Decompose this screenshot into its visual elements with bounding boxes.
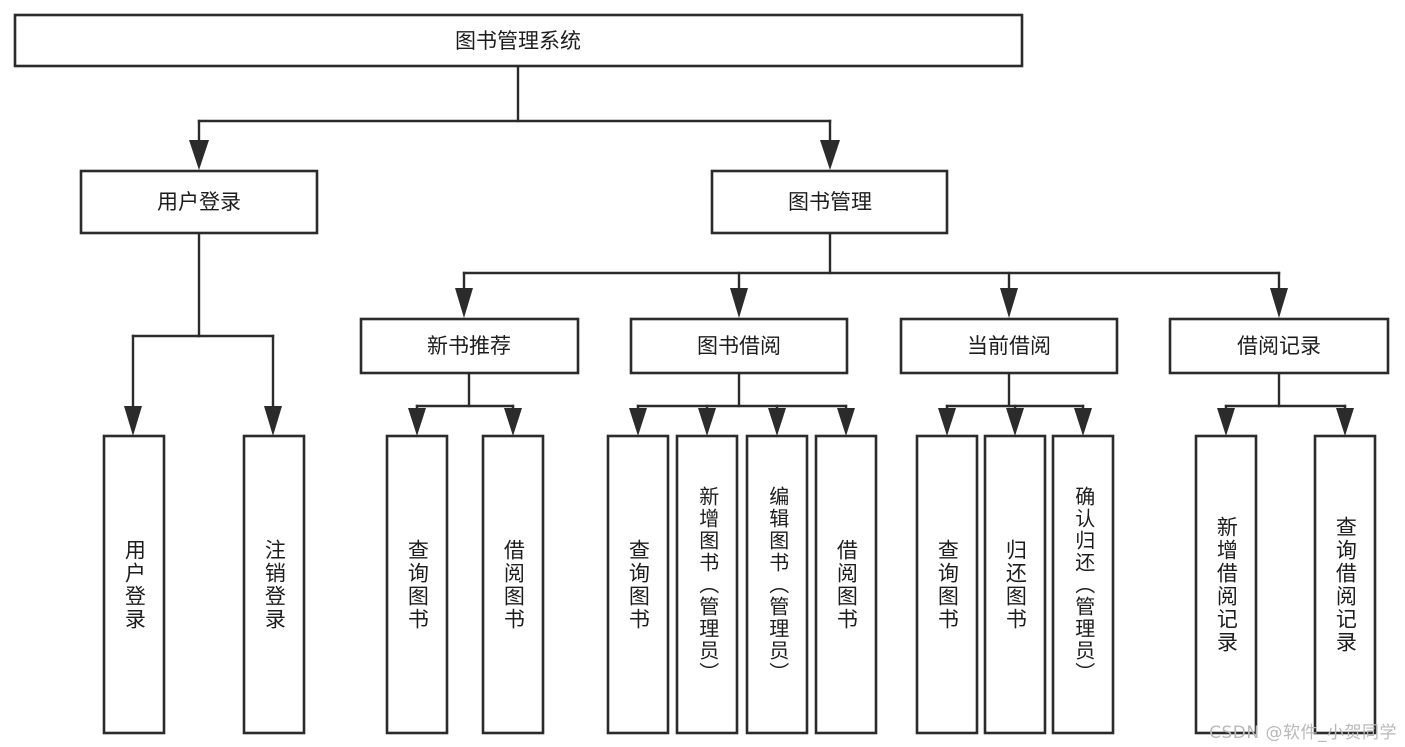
leaf-box[interactable] xyxy=(983,434,1047,735)
leaf-new-book-1[interactable] xyxy=(385,434,449,735)
arrow-book-borrow-leaf-2 xyxy=(698,408,716,436)
leaf-box[interactable] xyxy=(675,434,739,735)
leaf-borrow-record-1[interactable] xyxy=(1194,434,1258,735)
new-book-recommend-box[interactable] xyxy=(359,317,580,375)
arrow-borrow-record-leaf-2 xyxy=(1336,408,1354,436)
node-book-borrow[interactable]: 图书借阅 xyxy=(629,317,849,375)
book-management-box[interactable] xyxy=(710,169,949,235)
arrow-book-mgmt-to-current-borrow xyxy=(1000,288,1018,318)
arrow-root-to-user-login xyxy=(189,140,209,170)
root-label: 图书管理系统 xyxy=(455,29,581,53)
csdn-watermark: CSDN @软件_小贺同学 xyxy=(1209,723,1397,743)
arrow-root-to-book-mgmt xyxy=(820,140,840,170)
arrow-user-login-leaf-2 xyxy=(264,406,282,436)
node-root[interactable]: 图书管理系统 xyxy=(13,13,1024,68)
leaf-current-borrow-3[interactable] xyxy=(1051,434,1115,735)
leaf-new-book-2[interactable] xyxy=(481,434,545,735)
leaf-current-borrow-1[interactable] xyxy=(915,434,979,735)
node-book-management[interactable]: 图书管理 xyxy=(710,169,949,235)
user-login-box[interactable] xyxy=(79,169,319,235)
node-user-login[interactable]: 用户登录 xyxy=(79,169,319,235)
leaf-box[interactable] xyxy=(1194,434,1258,735)
book-borrow-label: 图书借阅 xyxy=(697,334,781,358)
current-borrow-box[interactable] xyxy=(899,317,1119,375)
leaf-box[interactable] xyxy=(606,434,670,735)
node-current-borrow[interactable]: 当前借阅 xyxy=(899,317,1119,375)
leaf-box[interactable] xyxy=(1051,434,1115,735)
book-management-label: 图书管理 xyxy=(788,190,872,214)
arrow-book-mgmt-to-new-book xyxy=(455,288,473,318)
user-login-label: 用户登录 xyxy=(157,190,241,214)
borrow-record-label: 借阅记录 xyxy=(1237,334,1321,358)
arrow-current-borrow-leaf-1 xyxy=(938,408,956,436)
leaf-book-borrow-3[interactable] xyxy=(745,434,809,735)
new-book-recommend-label: 新书推荐 xyxy=(427,334,511,358)
leaf-box[interactable] xyxy=(1313,434,1377,735)
leaf-box[interactable] xyxy=(915,434,979,735)
arrow-book-mgmt-to-book-borrow xyxy=(730,288,748,318)
arrow-book-borrow-leaf-1 xyxy=(629,408,647,436)
connector-layer xyxy=(124,64,1354,436)
leaf-box[interactable] xyxy=(385,434,449,735)
leaf-box[interactable] xyxy=(481,434,545,735)
leaf-book-borrow-4[interactable] xyxy=(814,434,878,735)
book-borrow-box[interactable] xyxy=(629,317,849,375)
arrow-current-borrow-leaf-3 xyxy=(1074,408,1092,436)
leaf-book-borrow-1[interactable] xyxy=(606,434,670,735)
leaf-current-borrow-2[interactable] xyxy=(983,434,1047,735)
node-new-book-recommend[interactable]: 新书推荐 xyxy=(359,317,580,375)
root-box[interactable] xyxy=(13,13,1024,68)
node-borrow-record[interactable]: 借阅记录 xyxy=(1168,317,1390,375)
leaf-box[interactable] xyxy=(102,434,166,735)
current-borrow-label: 当前借阅 xyxy=(967,334,1051,358)
leaf-book-borrow-2[interactable] xyxy=(675,434,739,735)
arrow-new-book-leaf-2 xyxy=(504,408,522,436)
leaf-box[interactable] xyxy=(242,434,306,735)
borrow-record-box[interactable] xyxy=(1168,317,1390,375)
leaf-user-login-2[interactable] xyxy=(242,434,306,735)
leaf-box[interactable] xyxy=(814,434,878,735)
arrow-book-borrow-leaf-4 xyxy=(837,408,855,436)
arrow-current-borrow-leaf-2 xyxy=(1006,408,1024,436)
arrow-book-mgmt-to-borrow-record xyxy=(1270,288,1288,318)
arrow-new-book-leaf-1 xyxy=(408,408,426,436)
arrow-borrow-record-leaf-1 xyxy=(1217,408,1235,436)
arrow-user-login-leaf-1 xyxy=(124,406,142,436)
leaf-borrow-record-2[interactable] xyxy=(1313,434,1377,735)
leaf-box[interactable] xyxy=(745,434,809,735)
leaf-user-login-1[interactable] xyxy=(102,434,166,735)
arrow-book-borrow-leaf-3 xyxy=(768,408,786,436)
